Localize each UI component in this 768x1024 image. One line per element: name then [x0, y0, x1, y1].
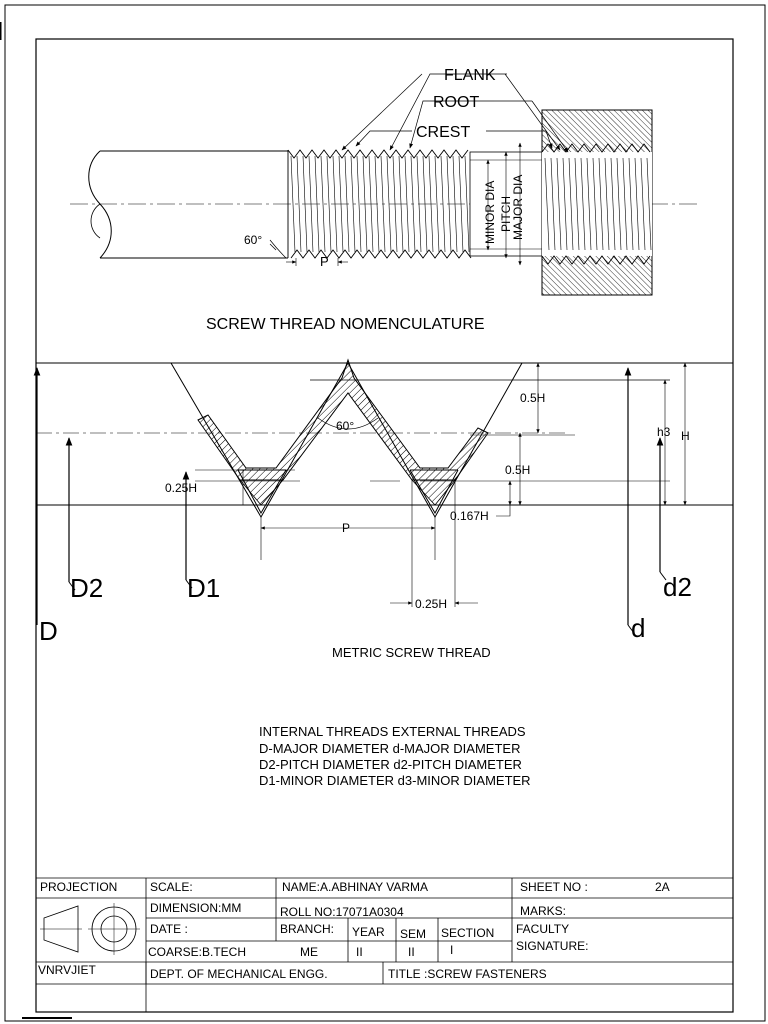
- half-h-top-label: 0.5H: [520, 391, 545, 405]
- sem-label: SEM: [400, 927, 426, 941]
- year-label: YEAR: [352, 925, 385, 939]
- h3-label: h3: [657, 425, 671, 439]
- branch-label: BRANCH:: [280, 922, 334, 936]
- scale-label: SCALE:: [150, 880, 193, 894]
- student-name: NAME:A.ABHINAY VARMA: [282, 880, 428, 894]
- roll-no: ROLL NO:17071A0304: [280, 905, 404, 919]
- major-diameter-D-label: D: [39, 616, 58, 646]
- faculty-label: FACULTY: [516, 922, 569, 936]
- legend-line: D1-MINOR DIAMETER d3-MINOR DIAMETER: [259, 773, 531, 788]
- pitch-diameter-d2-label: d2: [663, 572, 692, 602]
- metric-angle-label: 60°: [336, 419, 354, 433]
- metric-title: METRIC SCREW THREAD: [332, 645, 491, 660]
- flank-label: FLANK: [444, 67, 496, 84]
- sem-value: II: [408, 945, 415, 959]
- major-dia-label: MAJOR DIA: [511, 175, 525, 240]
- first-angle-projection-symbol: [40, 903, 140, 955]
- drawing-title: TITLE :SCREW FASTENERS: [388, 967, 547, 981]
- signature-label: SIGNATURE:: [516, 939, 588, 953]
- inner-border: [35, 38, 734, 1013]
- outer-border: [4, 4, 766, 1022]
- legend-line: D-MAJOR DIAMETER d-MAJOR DIAMETER: [259, 741, 520, 756]
- dimension-label: DIMENSION:MM: [150, 901, 241, 915]
- diameter-legend: INTERNAL THREADS EXTERNAL THREADS D-MAJO…: [259, 724, 531, 788]
- major-diameter-d-label: d: [631, 613, 645, 643]
- projection-label: PROJECTION: [40, 880, 117, 894]
- college-label: VNRVJIET: [38, 963, 96, 977]
- sheet-no-label: SHEET NO :: [520, 880, 588, 894]
- screw-nomenclature-view: MINOR DIA PITCH MAJOR DIA FLANK ROOT CRE…: [70, 67, 700, 333]
- marks-label: MARKS:: [520, 904, 566, 918]
- quarter-h-bottom-label: 0.25H: [415, 597, 447, 611]
- branch-value: ME: [300, 945, 318, 959]
- section-value: I: [450, 943, 453, 957]
- legend-line: INTERNAL THREADS EXTERNAL THREADS: [259, 724, 526, 739]
- minor-diameter-D1-label: D1: [187, 573, 220, 603]
- external-thread-body: [287, 149, 472, 259]
- year-value: II: [356, 945, 363, 959]
- legend-line: D2-PITCH DIAMETER d2-PITCH DIAMETER: [259, 757, 522, 772]
- department-label: DEPT. OF MECHANICAL ENGG.: [150, 967, 328, 981]
- angle-60-label: 60°: [244, 233, 262, 247]
- section-label: SECTION: [441, 926, 494, 940]
- half-h-mid-label: 0.5H: [505, 463, 530, 477]
- pitch-dia-label: PITCH: [499, 196, 513, 232]
- title-block: [36, 877, 733, 1012]
- pitch-diameter-D2-label: D2: [70, 573, 103, 603]
- metric-pitch-label: P: [342, 521, 350, 535]
- quarter-h-left-label: 0.25H: [165, 481, 197, 495]
- sheet-no-value: 2A: [655, 880, 670, 894]
- pitch-p-label: P: [320, 254, 329, 269]
- root-label: ROOT: [433, 94, 479, 111]
- metric-thread-profile: 60° P 0.25H 0.25H 0.5H 0.5H 0.167H h3 H …: [33, 358, 733, 660]
- date-label: DATE :: [150, 922, 188, 936]
- h-label: H: [681, 429, 690, 443]
- nomenclature-title: SCREW THREAD NOMENCULATURE: [206, 316, 485, 333]
- course-label: COARSE:B.TECH: [148, 945, 246, 959]
- minor-dia-label: MINOR DIA: [483, 181, 497, 244]
- h-0167-label: 0.167H: [450, 509, 489, 523]
- crest-label: CREST: [416, 124, 470, 141]
